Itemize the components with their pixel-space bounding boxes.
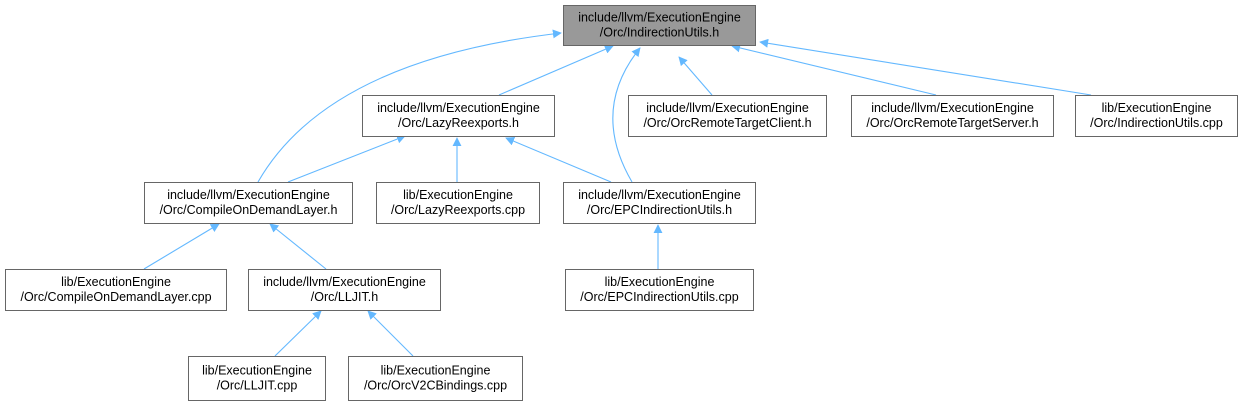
node-label-line: /Orc/IndirectionUtils.h bbox=[600, 26, 720, 40]
node-codl-h[interactable]: include/llvm/ExecutionEngine/Orc/Compile… bbox=[144, 182, 353, 224]
node-box bbox=[348, 356, 523, 401]
node-v2c-cpp[interactable]: lib/ExecutionEngine/Orc/OrcV2CBindings.c… bbox=[348, 356, 523, 401]
node-label-line: lib/ExecutionEngine bbox=[202, 364, 312, 378]
node-box bbox=[5, 269, 227, 311]
node-box bbox=[563, 182, 756, 224]
node-label-line: /Orc/OrcRemoteTargetClient.h bbox=[643, 116, 811, 130]
node-label-line: /Orc/LazyReexports.h bbox=[398, 116, 519, 130]
node-label-line: /Orc/EPCIndirectionUtils.cpp bbox=[580, 290, 738, 304]
node-lljit-h[interactable]: include/llvm/ExecutionEngine/Orc/LLJIT.h bbox=[248, 269, 441, 311]
node-box bbox=[565, 269, 754, 311]
edge-lljit_cpp-to-lljit_h bbox=[274, 310, 322, 357]
nodes: include/llvm/ExecutionEngine/Orc/Indirec… bbox=[5, 5, 1238, 401]
edge-codl_cpp-to-codl_h bbox=[143, 223, 220, 270]
node-lljit-cpp[interactable]: lib/ExecutionEngine/Orc/LLJIT.cpp bbox=[188, 356, 326, 401]
node-box bbox=[144, 182, 353, 224]
edge-indir_cpp-to-root bbox=[759, 38, 1092, 96]
node-epc-h[interactable]: include/llvm/ExecutionEngine/Orc/EPCIndi… bbox=[563, 182, 756, 224]
node-lazy-cpp[interactable]: lib/ExecutionEngine/Orc/LazyReexports.cp… bbox=[376, 182, 540, 224]
node-lazy-h[interactable]: include/llvm/ExecutionEngine/Orc/LazyRee… bbox=[362, 95, 555, 137]
node-remote-client[interactable]: include/llvm/ExecutionEngine/Orc/OrcRemo… bbox=[628, 95, 827, 137]
node-label-line: include/llvm/ExecutionEngine bbox=[578, 188, 741, 202]
node-label-line: lib/ExecutionEngine bbox=[605, 275, 715, 289]
node-root[interactable]: include/llvm/ExecutionEngine/Orc/Indirec… bbox=[563, 5, 756, 46]
node-label-line: /Orc/LLJIT.h bbox=[311, 290, 378, 304]
node-box bbox=[248, 269, 441, 311]
edge-lazy_h-to-root bbox=[498, 45, 614, 96]
node-label-line: /Orc/OrcRemoteTargetServer.h bbox=[866, 116, 1038, 130]
node-label-line: include/llvm/ExecutionEngine bbox=[646, 101, 809, 115]
node-codl-cpp[interactable]: lib/ExecutionEngine/Orc/CompileOnDemandL… bbox=[5, 269, 227, 311]
node-label-line: include/llvm/ExecutionEngine bbox=[263, 275, 426, 289]
node-box bbox=[563, 5, 756, 46]
edge-v2c_cpp-to-lljit_h bbox=[367, 310, 414, 357]
node-label-line: /Orc/OrcV2CBindings.cpp bbox=[364, 379, 507, 393]
node-label-line: /Orc/CompileOnDemandLayer.cpp bbox=[20, 290, 211, 304]
edge-lljit_h-to-codl_h bbox=[269, 223, 327, 270]
node-remote-server[interactable]: include/llvm/ExecutionEngine/Orc/OrcRemo… bbox=[851, 95, 1054, 137]
node-label-line: include/llvm/ExecutionEngine bbox=[578, 11, 741, 25]
node-label-line: lib/ExecutionEngine bbox=[403, 188, 513, 202]
node-box bbox=[188, 356, 326, 401]
node-label-line: include/llvm/ExecutionEngine bbox=[871, 101, 1034, 115]
node-box bbox=[376, 182, 540, 224]
node-label-line: lib/ExecutionEngine bbox=[1102, 101, 1212, 115]
node-indir-cpp[interactable]: lib/ExecutionEngine/Orc/IndirectionUtils… bbox=[1075, 95, 1238, 137]
edge-remote_client-to-root bbox=[678, 56, 713, 96]
node-box bbox=[851, 95, 1054, 137]
node-label-line: /Orc/CompileOnDemandLayer.h bbox=[160, 203, 338, 217]
node-box bbox=[362, 95, 555, 137]
edges bbox=[143, 29, 1092, 357]
edge-remote_server-to-root bbox=[731, 43, 937, 96]
edge-codl_h-to-lazy_h bbox=[287, 134, 406, 183]
node-label-line: /Orc/LazyReexports.cpp bbox=[391, 203, 525, 217]
node-box bbox=[628, 95, 827, 137]
node-label-line: lib/ExecutionEngine bbox=[381, 364, 491, 378]
edge-epc_h-to-lazy_h bbox=[505, 136, 612, 183]
node-label-line: /Orc/IndirectionUtils.cpp bbox=[1090, 116, 1223, 130]
node-label-line: /Orc/LLJIT.cpp bbox=[217, 379, 298, 393]
node-label-line: lib/ExecutionEngine bbox=[61, 275, 171, 289]
node-label-line: /Orc/EPCIndirectionUtils.h bbox=[587, 203, 732, 217]
edge-epc_h-to-root bbox=[612, 47, 641, 183]
node-label-line: include/llvm/ExecutionEngine bbox=[167, 188, 330, 202]
node-label-line: include/llvm/ExecutionEngine bbox=[377, 101, 540, 115]
node-box bbox=[1075, 95, 1238, 137]
edge-codl_h-to-root bbox=[257, 29, 562, 183]
node-epc-cpp[interactable]: lib/ExecutionEngine/Orc/EPCIndirectionUt… bbox=[565, 269, 754, 311]
